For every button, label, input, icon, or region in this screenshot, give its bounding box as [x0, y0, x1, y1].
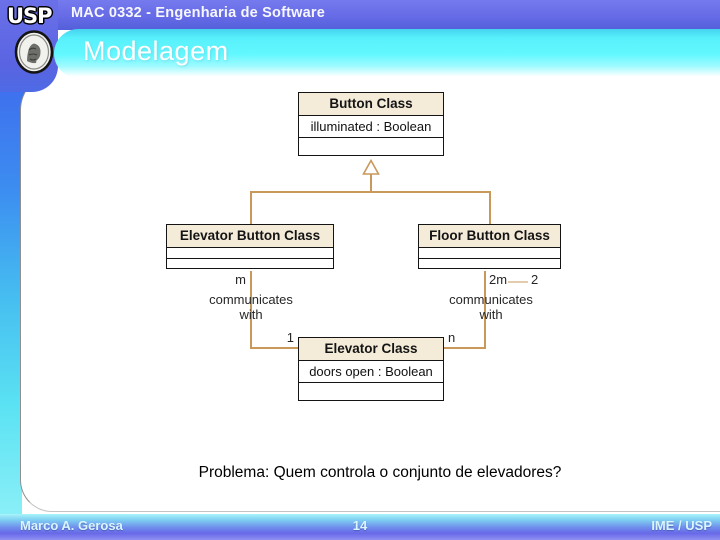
left-accent-strip: [0, 0, 58, 540]
footer-band: [0, 514, 720, 540]
footer-institution: IME / USP: [651, 518, 712, 533]
footer-page-number: 14: [352, 518, 368, 533]
title-band: [54, 29, 720, 78]
association-label-left: communicates with: [209, 292, 293, 322]
multiplicity-label-n: n: [448, 330, 456, 345]
class-attribute: illuminated : Boolean: [299, 115, 443, 137]
class-operations-empty: [299, 382, 443, 400]
usp-logo: USP: [7, 4, 53, 28]
class-name: Button Class: [299, 93, 443, 115]
multiplicity-label-2: 2: [531, 272, 539, 287]
association-label-right: communicates with: [449, 292, 533, 322]
multiplicity-label-m: m: [235, 272, 246, 287]
class-box-elevator-button: Elevator Button Class: [166, 224, 334, 269]
class-name: Elevator Button Class: [167, 225, 333, 247]
problem-statement: Problema: Quem controla o conjunto de el…: [198, 464, 562, 481]
class-box-button: Button Class illuminated : Boolean: [298, 92, 444, 156]
usp-medallion-icon: [14, 30, 54, 74]
footer-author: Marco A. Gerosa: [20, 518, 123, 533]
course-title: MAC 0332 - Engenharia de Software: [71, 5, 325, 21]
multiplicity-label-1: 1: [286, 330, 294, 345]
class-name: Floor Button Class: [419, 225, 560, 247]
header-band: [0, 0, 720, 30]
page-title: Modelagem: [83, 36, 229, 66]
class-attributes-empty: [419, 247, 560, 258]
class-attributes-empty: [167, 247, 333, 258]
class-name: Elevator Class: [299, 338, 443, 360]
multiplicity-label-2m: 2m: [489, 272, 508, 287]
class-operations-empty: [167, 258, 333, 268]
class-operations-empty: [299, 137, 443, 155]
class-operations-empty: [419, 258, 560, 268]
class-attribute: doors open : Boolean: [299, 360, 443, 382]
class-box-elevator: Elevator Class doors open : Boolean: [298, 337, 444, 401]
class-box-floor-button: Floor Button Class: [418, 224, 561, 269]
